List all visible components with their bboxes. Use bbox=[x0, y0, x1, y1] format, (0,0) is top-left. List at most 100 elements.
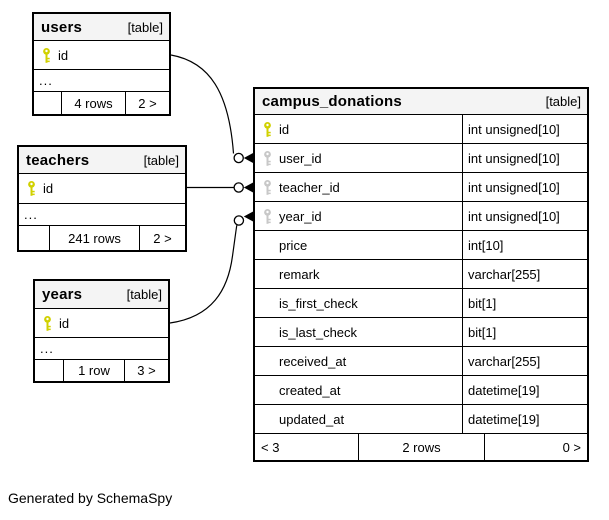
column-name: id bbox=[59, 315, 70, 331]
foreign-key-icon bbox=[255, 150, 279, 166]
table-header[interactable]: years [table] bbox=[35, 281, 168, 309]
related-count: 2 > bbox=[139, 226, 185, 250]
odot-marker-icon bbox=[233, 152, 244, 164]
primary-key-icon bbox=[35, 315, 59, 331]
table-header[interactable]: users [table] bbox=[34, 14, 169, 41]
column-name: user_id bbox=[279, 150, 322, 166]
column-name: is_first_check bbox=[279, 295, 358, 311]
column-type: varchar[255] bbox=[462, 347, 587, 375]
relationship-line bbox=[170, 54, 235, 154]
table-footer: 4 rows 2 > bbox=[34, 92, 169, 114]
row-count: 1 row bbox=[63, 360, 124, 381]
column-type: int unsigned[10] bbox=[462, 202, 587, 230]
column-name-cell: year_id bbox=[255, 202, 462, 230]
table-node-users[interactable]: users [table] id ... 4 rows 2 > bbox=[32, 12, 171, 116]
table-header[interactable]: teachers [table] bbox=[19, 147, 185, 174]
footer-spacer bbox=[19, 226, 49, 250]
column-type: datetime[19] bbox=[462, 405, 587, 433]
table-name[interactable]: users bbox=[41, 18, 83, 36]
primary-key-icon bbox=[255, 121, 279, 137]
column-row-id: id int unsigned[10] bbox=[255, 115, 587, 144]
column-name-cell: id bbox=[255, 115, 462, 143]
column-name: id bbox=[58, 47, 69, 63]
column-row-received-at: received_at varchar[255] bbox=[255, 347, 587, 376]
column-row-is-first-check: is_first_check bit[1] bbox=[255, 289, 587, 318]
table-footer: < 3 2 rows 0 > bbox=[255, 434, 587, 460]
odot-marker-icon bbox=[233, 182, 244, 193]
column-row-teacher-id: teacher_id int unsigned[10] bbox=[255, 173, 587, 202]
row-count: 241 rows bbox=[49, 226, 139, 250]
table-footer: 1 row 3 > bbox=[35, 360, 168, 381]
column-name-cell: id bbox=[19, 174, 185, 203]
footer-spacer bbox=[34, 92, 61, 114]
column-name-cell: remark bbox=[255, 260, 462, 288]
parent-count: < 3 bbox=[261, 439, 280, 455]
column-row-created-at: created_at datetime[19] bbox=[255, 376, 587, 405]
column-name: id bbox=[43, 181, 54, 196]
column-name: id bbox=[279, 121, 290, 137]
column-name-cell: id bbox=[35, 309, 168, 337]
column-name-cell: is_first_check bbox=[255, 289, 462, 317]
table-name[interactable]: teachers bbox=[26, 151, 90, 169]
hidden-columns-ellipsis: ... bbox=[35, 338, 168, 360]
table-footer: 241 rows 2 > bbox=[19, 226, 185, 250]
table-node-years[interactable]: years [table] id ... 1 row 3 > bbox=[33, 279, 170, 383]
column-name-cell: user_id bbox=[255, 144, 462, 172]
column-type: int unsigned[10] bbox=[462, 144, 587, 172]
column-row-remark: remark varchar[255] bbox=[255, 260, 587, 289]
column-row-is-last-check: is_last_check bit[1] bbox=[255, 318, 587, 347]
table-node-campus-donations[interactable]: campus_donations [table] id int unsigned… bbox=[253, 87, 589, 462]
relationship-teachers-teacher_id bbox=[187, 182, 254, 193]
table-node-teachers[interactable]: teachers [table] id ... 241 rows 2 > bbox=[17, 145, 187, 252]
odot-marker-icon bbox=[233, 215, 245, 226]
related-count: 3 > bbox=[124, 360, 168, 381]
column-type: bit[1] bbox=[462, 318, 587, 346]
generator-credit: Generated by SchemaSpy bbox=[8, 490, 173, 506]
column-name-cell: id bbox=[34, 41, 169, 69]
column-name: teacher_id bbox=[279, 179, 340, 195]
column-type: int unsigned[10] bbox=[462, 173, 587, 201]
column-row-updated-at: updated_at datetime[19] bbox=[255, 405, 587, 434]
foreign-key-icon bbox=[255, 208, 279, 224]
foreign-key-icon bbox=[255, 179, 279, 195]
column-type: int unsigned[10] bbox=[462, 115, 587, 143]
column-name-cell: updated_at bbox=[255, 405, 462, 433]
hidden-columns-ellipsis: ... bbox=[19, 204, 185, 226]
table-header[interactable]: campus_donations [table] bbox=[255, 89, 587, 115]
column-type: bit[1] bbox=[462, 289, 587, 317]
related-count: 2 > bbox=[125, 92, 169, 114]
column-name: created_at bbox=[279, 382, 341, 398]
table-name[interactable]: years bbox=[42, 286, 83, 303]
primary-key-icon bbox=[19, 181, 43, 196]
column-row-id: id bbox=[34, 41, 169, 70]
column-row-id: id bbox=[19, 174, 185, 204]
hidden-columns-ellipsis: ... bbox=[34, 70, 169, 92]
row-count: 4 rows bbox=[61, 92, 125, 114]
footer-spacer bbox=[35, 360, 63, 381]
primary-key-icon bbox=[34, 47, 58, 63]
table-type-tag: [table] bbox=[126, 287, 162, 302]
column-type: datetime[19] bbox=[462, 376, 587, 404]
table-type-tag: [table] bbox=[127, 19, 163, 35]
child-count: 0 > bbox=[484, 434, 587, 460]
column-name-cell: teacher_id bbox=[255, 173, 462, 201]
column-row-price: price int[10] bbox=[255, 231, 587, 260]
column-name: is_last_check bbox=[279, 324, 358, 340]
column-type: varchar[255] bbox=[462, 260, 587, 288]
column-name: received_at bbox=[279, 353, 347, 369]
column-row-id: id bbox=[35, 309, 168, 338]
column-name-cell: created_at bbox=[255, 376, 462, 404]
column-name-cell: received_at bbox=[255, 347, 462, 375]
column-name: price bbox=[279, 237, 308, 253]
row-count: 2 rows bbox=[358, 434, 484, 460]
column-row-user-id: user_id int unsigned[10] bbox=[255, 144, 587, 173]
column-name-cell: is_last_check bbox=[255, 318, 462, 346]
column-row-year-id: year_id int unsigned[10] bbox=[255, 202, 587, 231]
table-type-tag: [table] bbox=[545, 94, 581, 109]
column-type: int[10] bbox=[462, 231, 587, 259]
column-name: year_id bbox=[279, 208, 322, 224]
table-name[interactable]: campus_donations bbox=[262, 93, 402, 110]
table-type-tag: [table] bbox=[143, 152, 179, 168]
column-name: remark bbox=[279, 266, 320, 282]
